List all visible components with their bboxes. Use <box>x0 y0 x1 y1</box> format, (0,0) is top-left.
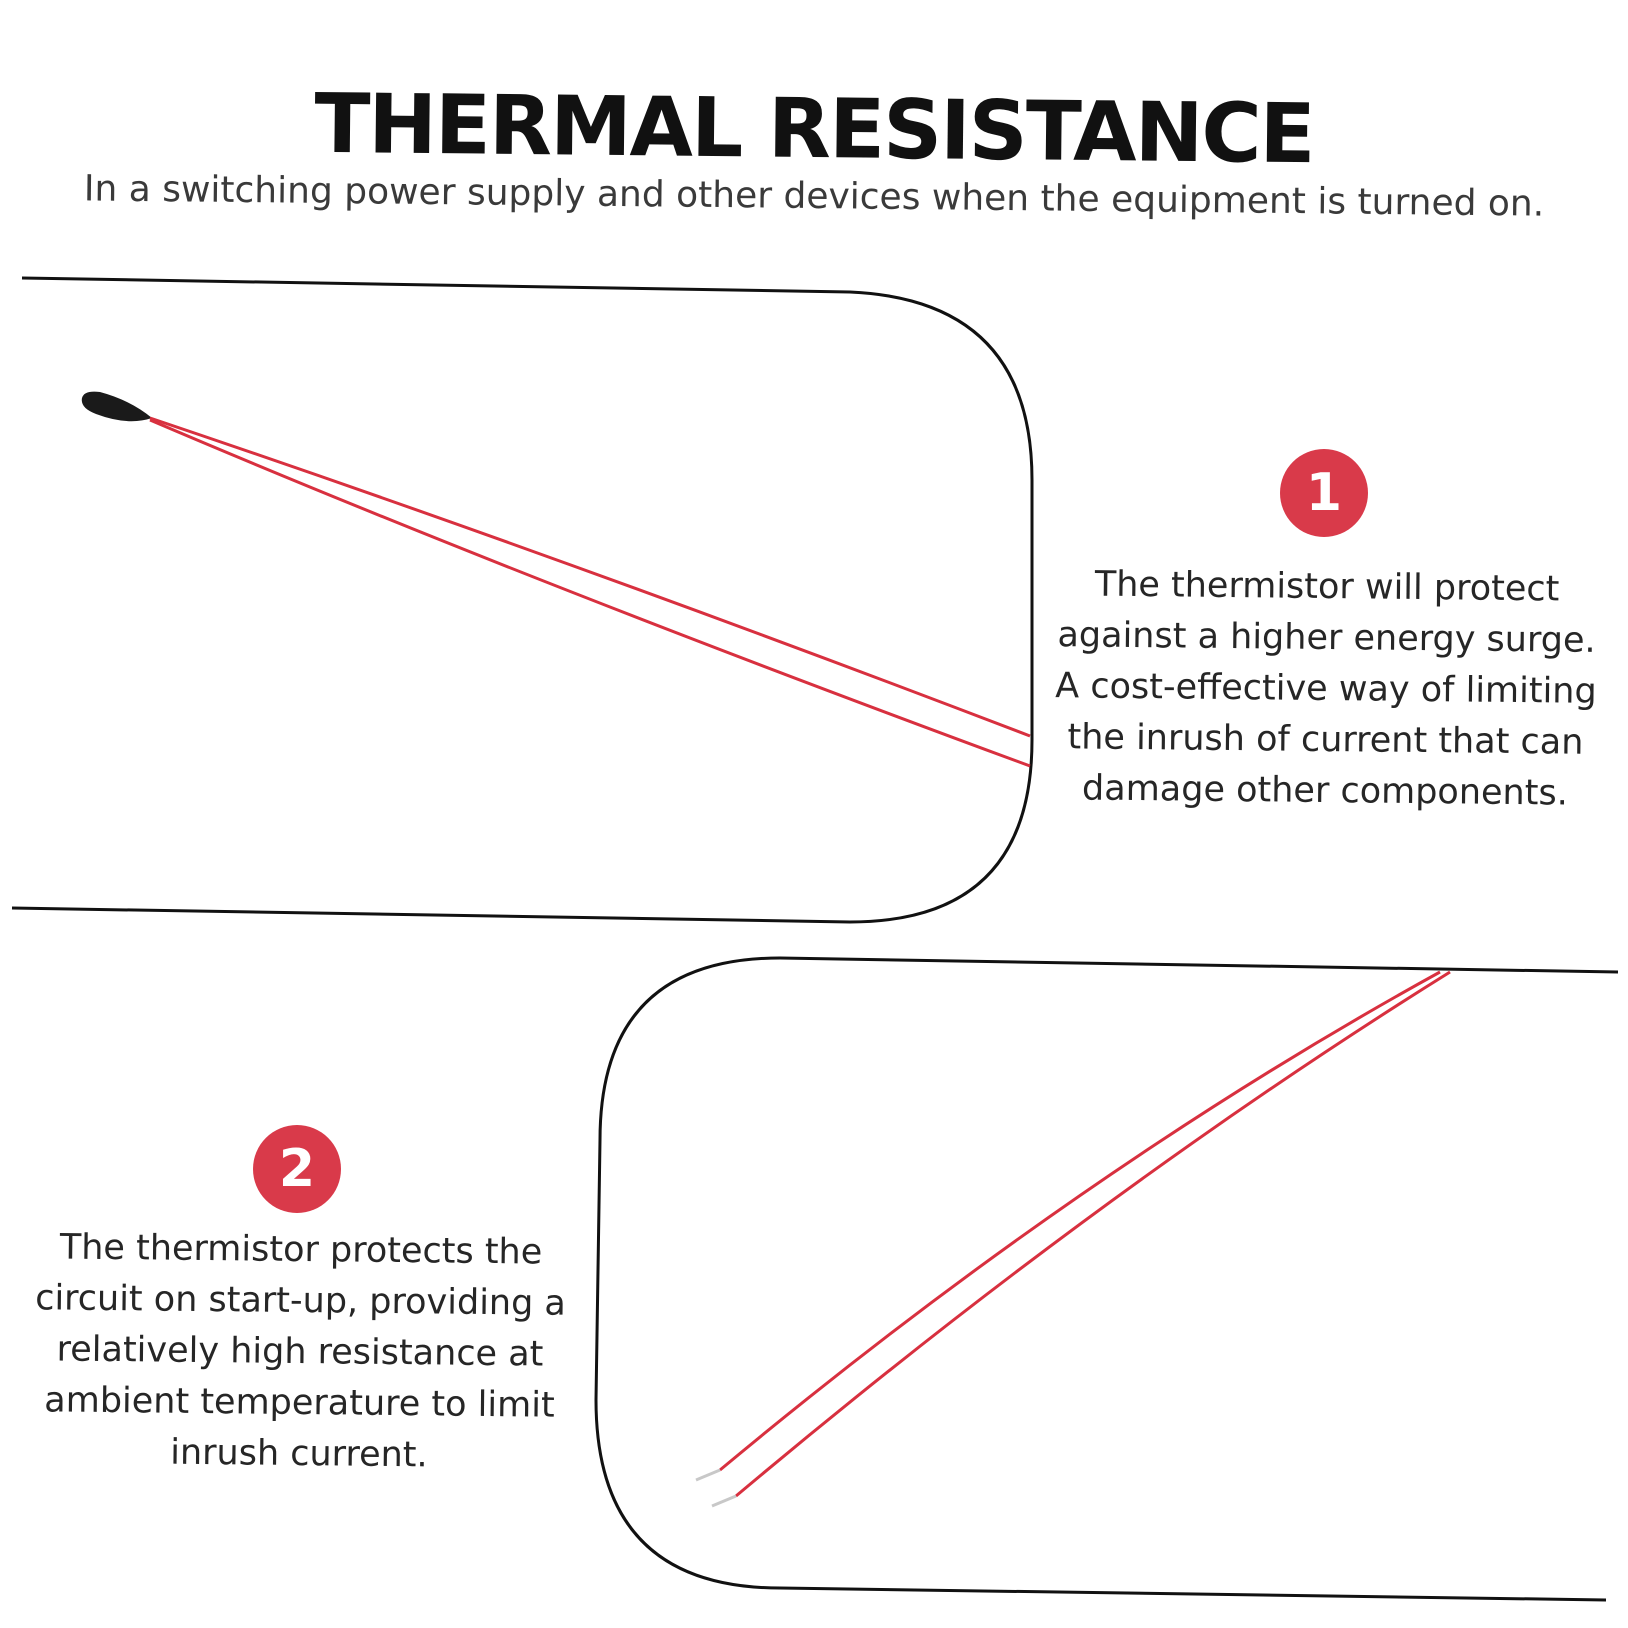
feature-number-badge-2: 2 <box>253 1125 341 1213</box>
top-wire-a <box>149 416 1031 738</box>
top-panel-frame <box>11 276 1034 924</box>
top-wire-b <box>149 418 1031 768</box>
wire-tip-b <box>711 1494 737 1508</box>
feature-number-badge-1: 1 <box>1280 449 1368 537</box>
wire-tip-a <box>695 1468 721 1482</box>
page-title: THERMAL RESISTANCE <box>313 76 1315 183</box>
feature-description-2: The thermistor protects the circuit on s… <box>34 1227 567 1476</box>
feature-description-1: The thermistor will protect against a hi… <box>1055 564 1597 814</box>
bottom-wire-b <box>735 970 1451 1498</box>
bottom-wire-a <box>719 970 1441 1472</box>
thermistor-bead <box>81 391 152 422</box>
bottom-panel-frame <box>594 956 1619 1602</box>
